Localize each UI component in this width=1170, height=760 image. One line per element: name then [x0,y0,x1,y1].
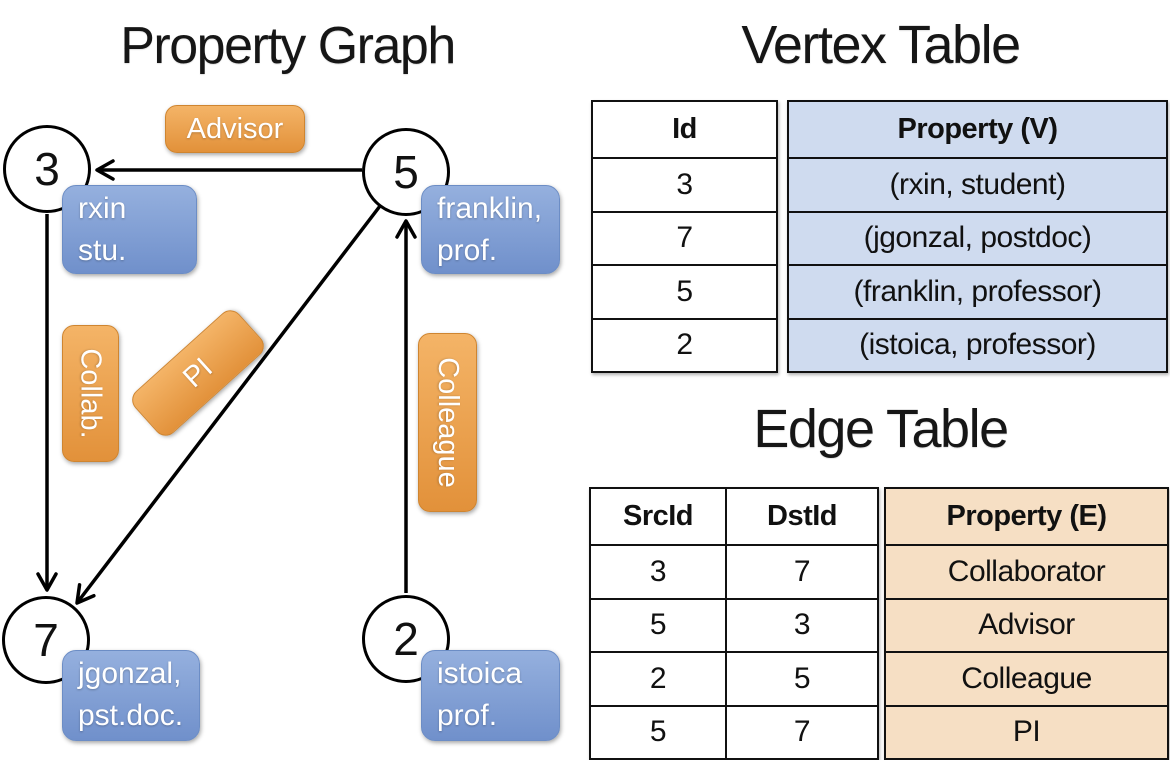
property-graph-title: Property Graph [120,17,456,75]
edge-table-property-cell: Collaborator [886,544,1167,598]
vertex-node-id: 7 [33,614,59,666]
edge-property-text: Collab. [75,348,107,439]
vertex-table-id-cell: 5 [593,264,776,318]
edge-arrow-pi-5-to-7 [75,204,382,605]
vertex-table-id-cell: 7 [593,210,776,265]
edge-table-header-srcid: SrcId [622,500,694,532]
edge-property-label-colleague: Colleague [418,333,477,512]
edge-table-property-column: Property (E) Collaborator Advisor Collea… [884,487,1169,760]
edge-property-label-advisor: Advisor [165,105,305,153]
vertex-property-label-rxin: rxin stu. [62,185,197,274]
edge-table-dst-cell: 7 [725,544,877,598]
vertex-table-property-cell: (istoica, professor) [789,317,1166,372]
vertex-node-id: 2 [393,613,419,665]
graph-edges-canvas [36,159,417,605]
edge-table-src-cell: 5 [591,704,725,759]
vertex-property-line: stu. [78,234,127,267]
edge-table-src-cell: 5 [591,597,725,652]
edge-table-dst-cell: 5 [725,651,877,705]
edge-table-dst-cell: 3 [725,597,877,651]
vertex-table-title: Vertex Table [741,15,1021,75]
vertex-table-property-column: Property (V) (rxin, student) (jgonzal, p… [787,100,1168,373]
edge-property-text: Advisor [186,112,284,145]
edge-table-property-cell: Colleague [886,651,1167,705]
vertex-table-id-cell: 3 [593,157,776,211]
vertex-property-line: prof. [437,234,498,267]
edge-table-header-property: Property (E) [946,500,1107,532]
edge-table-title: Edge Table [753,399,1009,459]
vertex-table-property-cell: (jgonzal, postdoc) [789,210,1166,265]
vertex-table-id-cell: 2 [593,317,776,372]
edge-property-text: Colleague [432,357,465,488]
vertex-property-line: istoica [437,657,523,690]
vertex-property-label-istoica: istoica prof. [421,650,560,741]
vertex-table-property-cell: (franklin, professor) [789,264,1166,318]
edge-table-property-cell: Advisor [886,597,1167,652]
vertex-table-id-column: Id 3 7 5 2 [591,100,778,373]
edge-table-header-dstid: DstId [725,489,877,544]
vertex-property-line: franklin, [437,192,543,225]
vertex-node-2: 2 [362,595,450,683]
vertex-property-line: pst.doc. [78,699,184,732]
vertex-property-label-jgonzal: jgonzal, pst.doc. [62,650,200,741]
edge-table-src-cell: 2 [591,651,725,705]
edge-property-text: PI [176,351,219,394]
edge-property-label-collab: Collab. [62,325,119,462]
vertex-node-id: 3 [34,143,60,195]
edge-table-src-cell: 3 [591,544,725,598]
vertex-property-label-franklin: franklin, prof. [421,185,560,274]
edge-table-dst-cell: 7 [725,704,877,758]
vertex-property-line: prof. [437,699,498,732]
vertex-node-5: 5 [362,128,450,216]
vertex-property-line: jgonzal, [78,657,182,690]
edge-table-property-cell: PI [886,704,1167,759]
vertex-node-id: 5 [393,146,419,198]
vertex-table-header-id: Id [672,113,697,145]
vertex-table-header-property: Property (V) [897,113,1058,145]
vertex-property-line: rxin [78,192,127,225]
vertex-table-property-cell: (rxin, student) [789,157,1166,211]
edge-table-id-columns: SrcId DstId 3 7 5 3 2 5 5 7 [589,487,879,760]
